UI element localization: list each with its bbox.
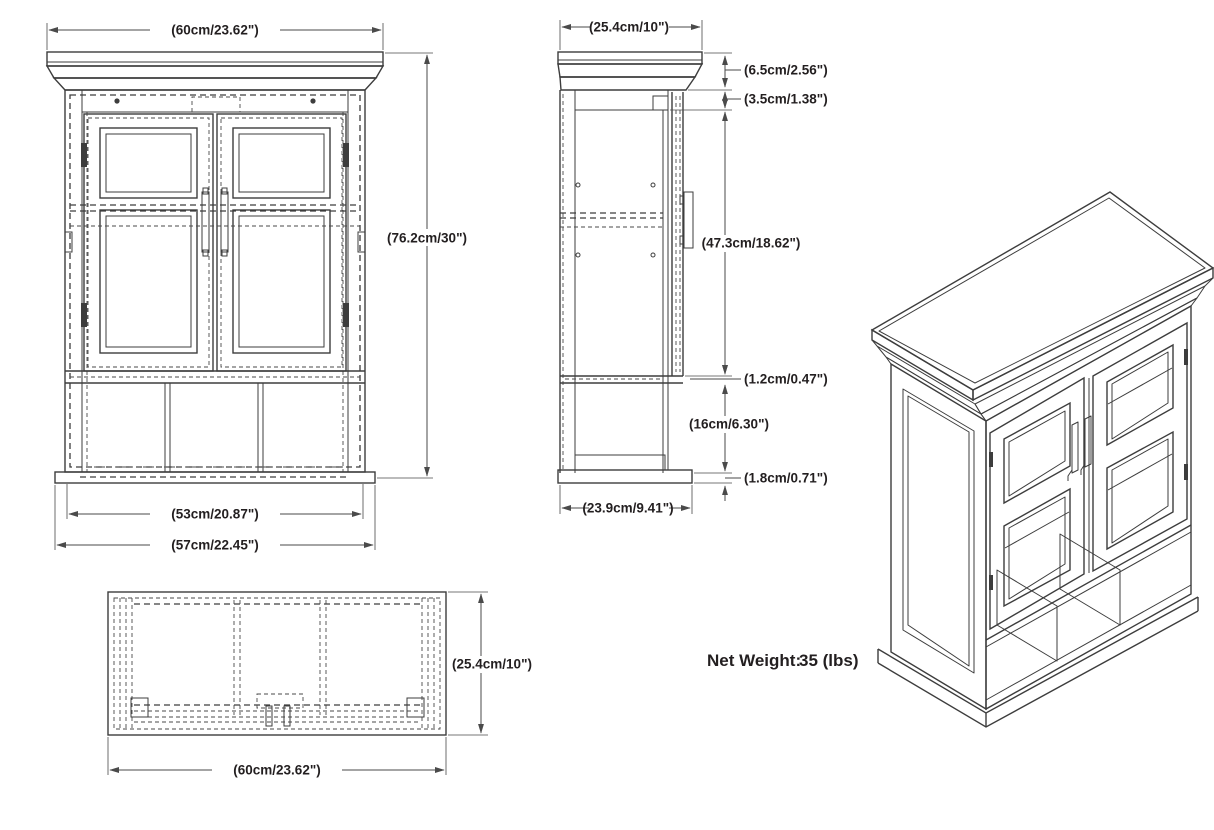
front-body xyxy=(64,89,366,473)
dim-side-base-thickness: (1.8cm/0.71") xyxy=(744,471,828,486)
dim-side-cubby-height: (16cm/6.30") xyxy=(689,417,769,432)
front-hinges xyxy=(64,143,366,327)
label-bg xyxy=(700,235,802,252)
side-dimensions: (25.4cm/10") (6.5cm/2.56") (3.5cm/1.38")… xyxy=(559,19,828,516)
label-bg xyxy=(451,656,533,673)
net-weight-note: Net Weight: 35 (lbs) xyxy=(707,651,859,670)
net-weight-value: 35 (lbs) xyxy=(799,651,859,670)
corner-foot xyxy=(130,697,149,718)
dim-bottom-depth: (25.4cm/10") xyxy=(452,657,532,672)
dim-side-shelf-thickness: (1.2cm/0.47") xyxy=(744,372,828,387)
side-door-handle xyxy=(679,191,694,249)
label-bg xyxy=(688,416,770,433)
dim-side-base-depth: (23.9cm/9.41") xyxy=(582,501,673,516)
front-door-handles xyxy=(201,187,229,257)
side-crown xyxy=(557,51,704,91)
dim-side-crown-height: (6.5cm/2.56") xyxy=(744,63,828,78)
mount-bracket-outline xyxy=(256,693,304,709)
dim-front-base-width: (57cm/22.45") xyxy=(171,538,258,553)
dim-bottom-width: (60cm/23.62") xyxy=(233,763,320,778)
dim-side-top-rail-height: (3.5cm/1.38") xyxy=(744,92,828,107)
dim-front-overall-height: (76.2cm/30") xyxy=(387,231,467,246)
front-dimensions: (60cm/23.62") (76.2cm/30") (53cm/20.87")… xyxy=(46,22,468,553)
label-bg xyxy=(150,537,280,553)
label-bg xyxy=(150,22,280,38)
bottom-dimensions: (25.4cm/10") (60cm/23.62") xyxy=(107,591,533,778)
dim-side-top-depth: (25.4cm/10") xyxy=(589,20,669,35)
label-bg xyxy=(212,762,342,778)
iso-door-handles xyxy=(1067,415,1092,481)
wall-mount-bracket xyxy=(652,95,669,111)
dim-front-body-width: (53cm/20.87") xyxy=(171,507,258,522)
label-bg xyxy=(590,19,669,35)
isometric-view-drawing xyxy=(870,191,1214,728)
bottom-view-drawing xyxy=(107,591,447,736)
front-cubbies xyxy=(65,370,365,472)
iso-cubbies xyxy=(985,524,1192,701)
front-view-drawing xyxy=(45,51,385,484)
front-doors xyxy=(64,113,366,372)
label-bg xyxy=(150,506,280,522)
dim-side-door-height: (47.3cm/18.62") xyxy=(702,236,801,251)
front-crown xyxy=(45,51,385,91)
net-weight-label: Net Weight: xyxy=(707,651,801,670)
dim-front-top-width: (60cm/23.62") xyxy=(171,23,258,38)
corner-foot xyxy=(406,697,425,718)
side-base xyxy=(557,469,693,484)
side-body xyxy=(559,89,694,473)
iso-doors xyxy=(989,321,1188,631)
label-bg xyxy=(387,229,468,246)
front-base xyxy=(54,471,376,484)
side-view-drawing xyxy=(557,51,704,484)
label-bg xyxy=(589,500,669,516)
iso-base xyxy=(877,596,1199,728)
